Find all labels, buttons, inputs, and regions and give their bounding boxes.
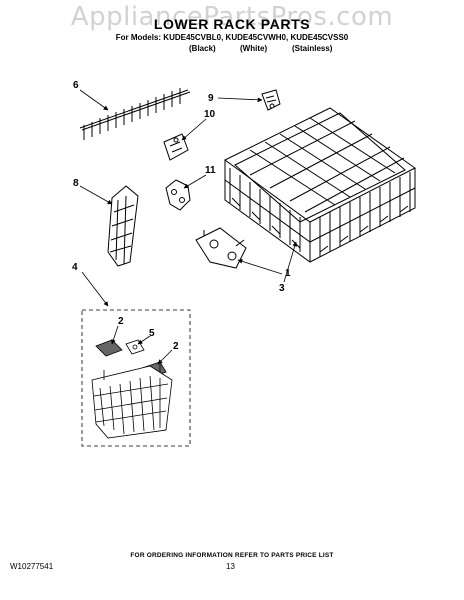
page-number: 13 [226,562,235,571]
color-white: (White) [240,44,268,53]
models-line: For Models: KUDE45CVBL0, KUDE45CVWH0, KU… [115,33,349,42]
page-title: LOWER RACK PARTS [153,16,311,32]
basket-lid-left [95,339,123,357]
lower-rack-part [224,107,416,263]
callout-10: 10 [204,109,216,120]
callout-6: 6 [73,80,79,91]
watermark: AppliancePartsPros.com [70,2,394,32]
callout-3: 3 [279,283,285,294]
callout-5: 5 [149,328,155,339]
rack-clip-part [261,89,281,111]
callout-1: 1 [285,268,291,279]
callout-9: 9 [208,93,214,104]
document-number: W10277541 [10,562,54,571]
bracket-part [165,179,191,211]
color-black: (Black) [189,44,216,53]
basket-insert-part [107,185,139,267]
stop-clip-part [163,133,189,161]
wheel-assembly-part [195,227,247,269]
color-stainless: (Stainless) [292,44,333,53]
callout-11: 11 [205,165,216,176]
silverware-basket [91,362,173,439]
silverware-basket-box [81,309,191,447]
leader-lines [79,89,298,365]
callout-8: 8 [73,178,79,189]
ordering-note: FOR ORDERING INFORMATION REFER TO PARTS … [130,552,334,559]
callout-2-left: 2 [118,316,124,327]
callout-4: 4 [72,262,78,273]
tine-row-part [79,88,191,140]
callout-2-right: 2 [173,341,179,352]
